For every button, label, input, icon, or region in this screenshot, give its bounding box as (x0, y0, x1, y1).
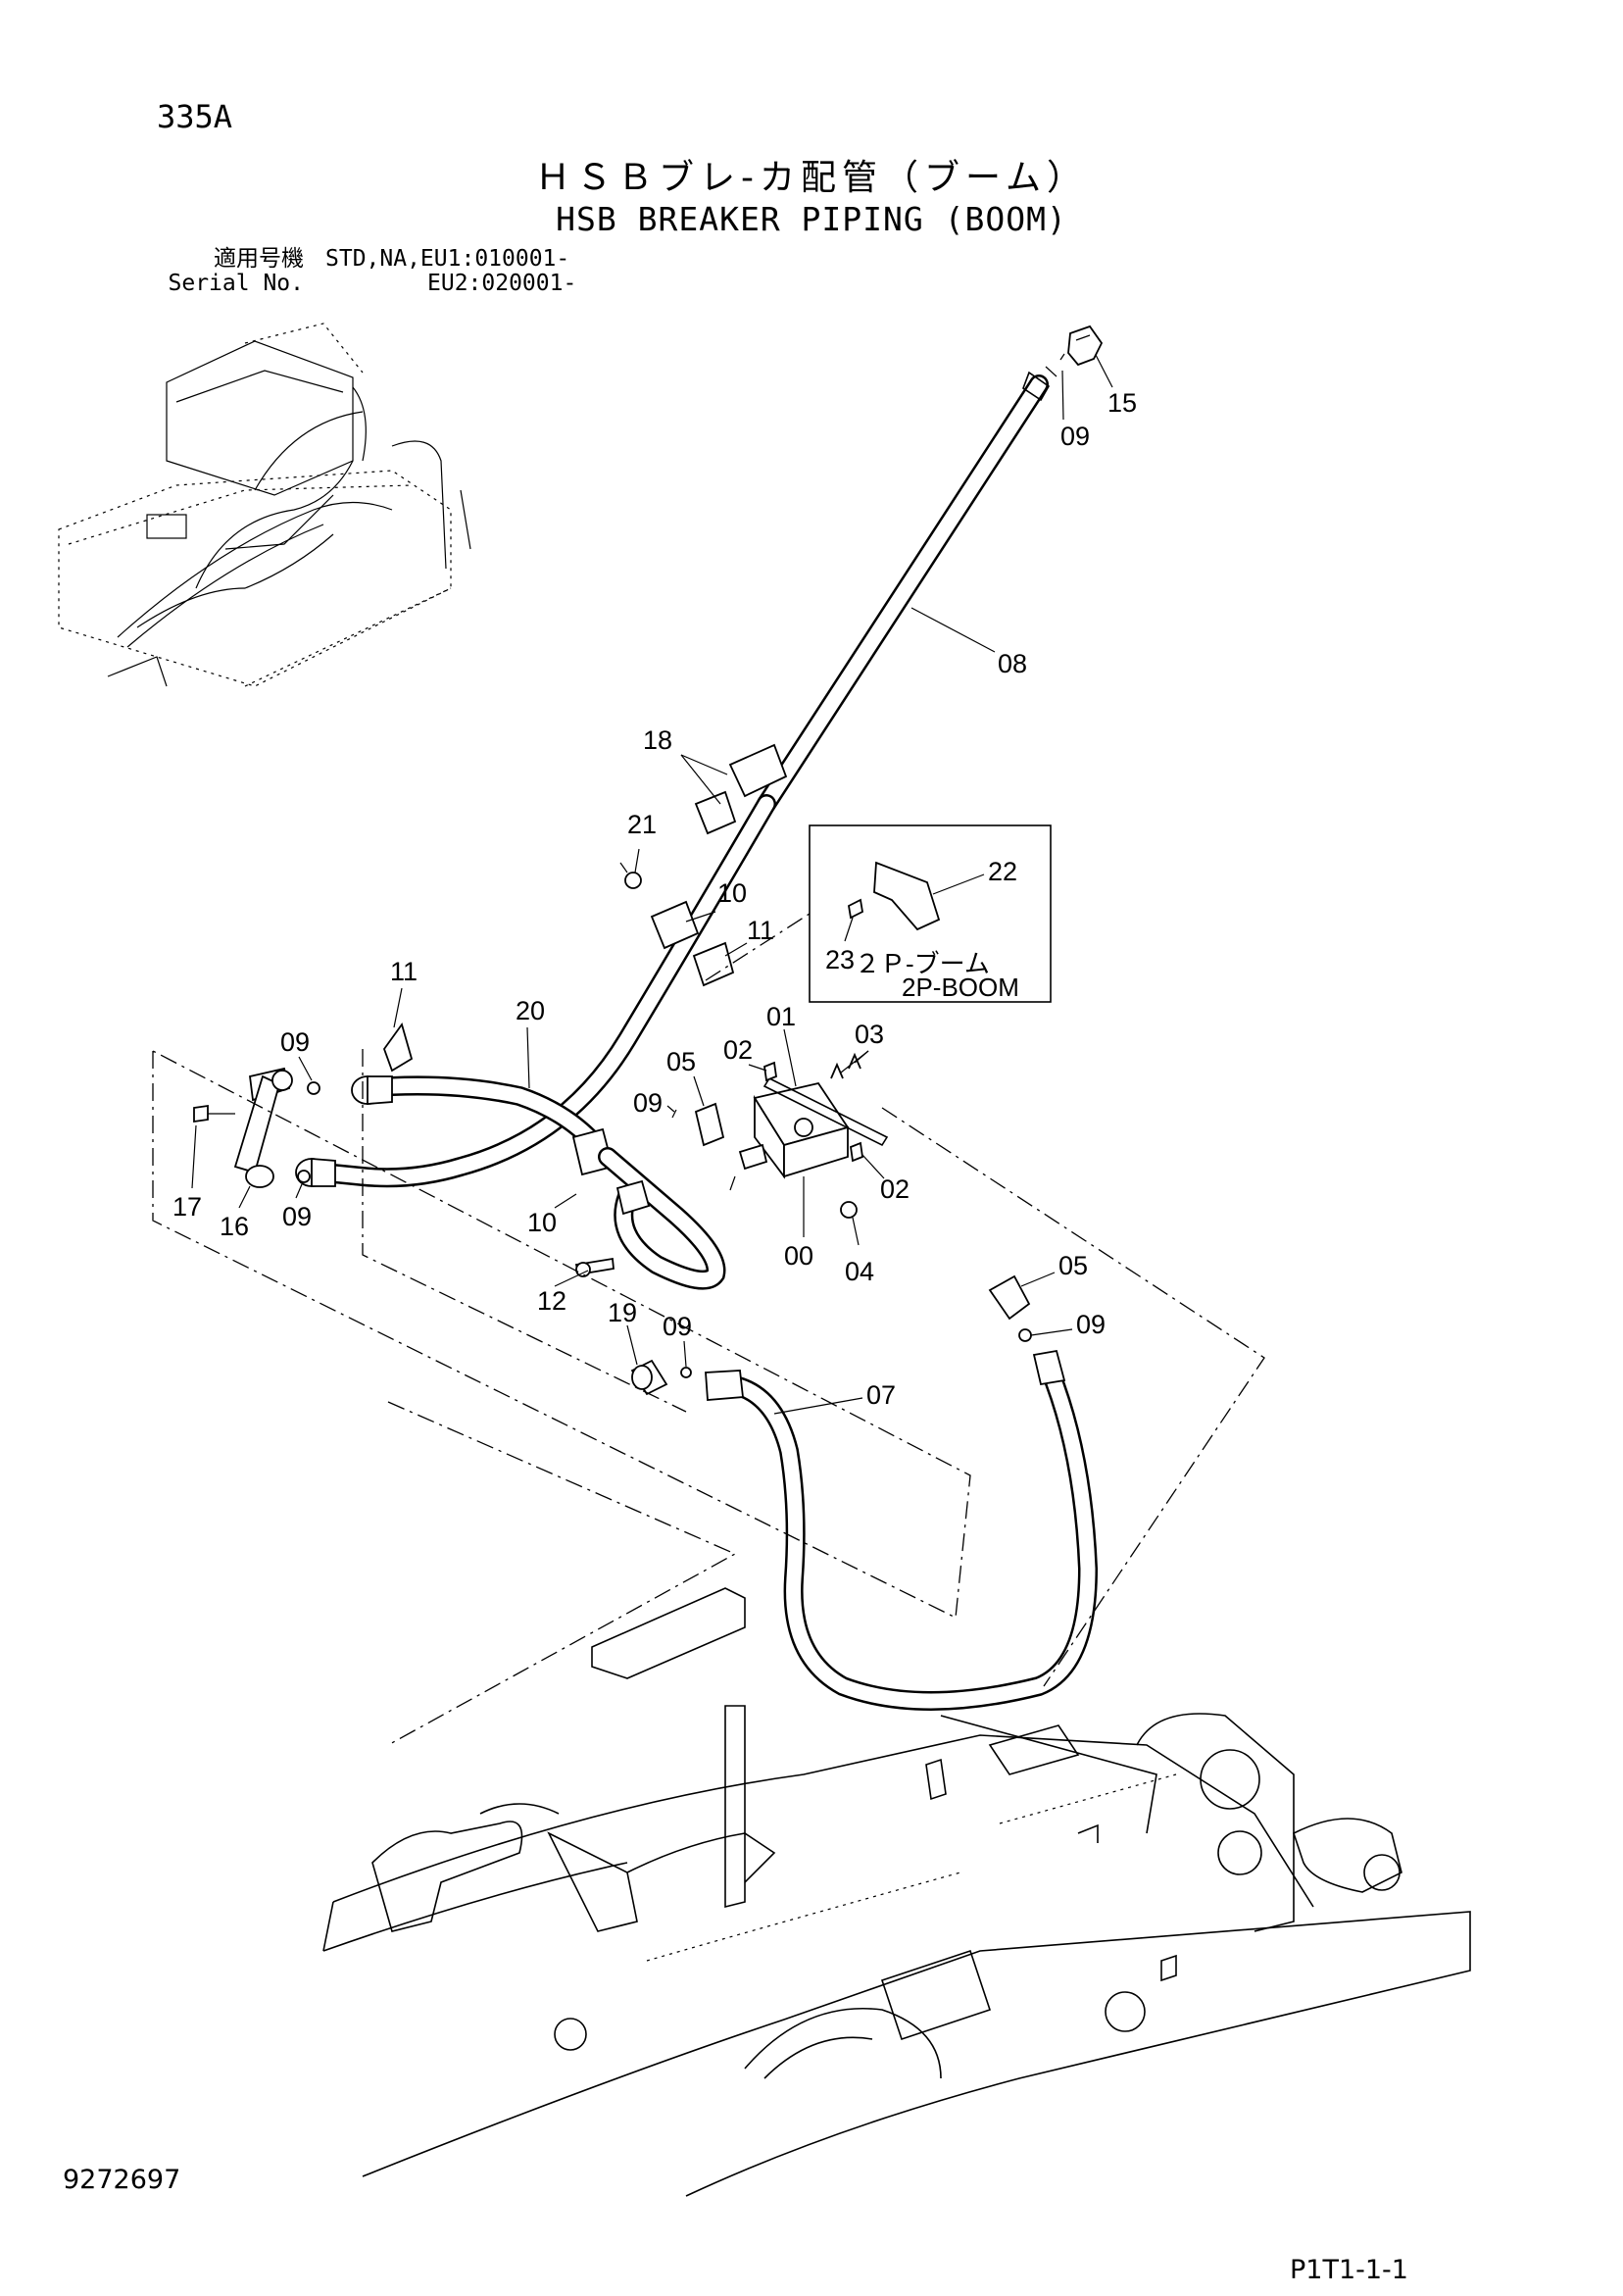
callout-21: 21 (627, 810, 657, 839)
callout-09-right: 09 (1076, 1310, 1106, 1339)
adapter-16 (233, 1067, 293, 1188)
adapter-19 (630, 1359, 668, 1396)
callout-03: 03 (855, 1020, 884, 1049)
clamp-18 (694, 743, 788, 835)
callout-18: 18 (643, 725, 672, 755)
title-japanese: ＨＳＢブレ-カ配管（ブーム） (535, 158, 1088, 198)
fitting-left-upper (351, 1075, 393, 1105)
upper-frame-structure (322, 1587, 1471, 2197)
inset-2p-boom: ２Ｐ-ブーム 2P-BOOM 22 23 (809, 824, 1052, 1003)
document-number: 9272697 (63, 2165, 181, 2195)
callout-04: 04 (845, 1257, 874, 1286)
callout-09-left-upper: 09 (280, 1027, 310, 1057)
frame-bottom (387, 1401, 737, 1746)
serial-label-jp: 適用号機 (214, 246, 304, 272)
inset-label-jp: ２Ｐ-ブーム (855, 949, 990, 978)
screw-02-right (850, 1141, 863, 1163)
leader-lines (191, 354, 1113, 1415)
serial-label-en: Serial No. (168, 271, 304, 296)
callout-07: 07 (866, 1380, 896, 1410)
frame-left-inner (362, 1049, 687, 1413)
o-ring-09-top (1059, 353, 1065, 361)
callout-02-right: 02 (880, 1174, 910, 1204)
callout-05-lower: 05 (1058, 1251, 1088, 1280)
fitting-left-lower (295, 1158, 336, 1187)
callout-12: 12 (537, 1286, 566, 1316)
callout-16: 16 (220, 1212, 249, 1241)
bolt-17 (193, 1104, 235, 1123)
o-ring-09-lower (680, 1367, 692, 1378)
sheet-reference: P1T1-1-1 (1290, 2255, 1408, 2285)
callout-10-upper: 10 (717, 878, 747, 908)
callout-23: 23 (825, 945, 855, 974)
plate-01 (762, 1076, 889, 1147)
callout-09-top: 09 (1060, 422, 1090, 451)
callout-15: 15 (1107, 388, 1137, 418)
hose-short-loop (598, 1147, 726, 1290)
callout-labels: 15 09 08 18 21 10 11 11 20 09 17 16 09 0… (172, 388, 1137, 1410)
o-ring-09-right (1018, 1328, 1032, 1342)
hose-07 (705, 1349, 1099, 1711)
elbow-05-lower (988, 1274, 1031, 1321)
o-ring-09-mid (671, 1109, 677, 1119)
callout-09-left-lower: 09 (282, 1202, 312, 1231)
callout-20: 20 (516, 996, 545, 1025)
callout-10-lower: 10 (527, 1208, 557, 1237)
callout-00: 00 (784, 1241, 813, 1271)
o-ring-09-left-upper (307, 1081, 320, 1095)
callout-09-mid: 09 (633, 1088, 663, 1118)
callout-11-left: 11 (390, 957, 418, 986)
callout-19: 19 (608, 1298, 637, 1327)
washer-04 (840, 1201, 858, 1219)
inset-label-en: 2P-BOOM (902, 973, 1019, 1002)
callout-02-left: 02 (723, 1035, 753, 1065)
callout-05-upper: 05 (666, 1047, 696, 1076)
serial-line-1: STD,NA,EU1:010001- (325, 246, 570, 272)
clamp-10-upper (619, 862, 700, 950)
bracket-11-left (382, 1022, 414, 1073)
fitting-15 (1067, 324, 1104, 367)
machine-overview-thumbnail (58, 323, 471, 687)
frame-left (152, 1049, 971, 1619)
callout-22: 22 (988, 857, 1017, 886)
frame-right (881, 1107, 1265, 1687)
callout-09-lower: 09 (663, 1312, 692, 1341)
title-english: HSB BREAKER PIPING (BOOM) (556, 200, 1067, 238)
callout-11-upper: 11 (747, 916, 774, 945)
bracket-11-upper (692, 941, 735, 987)
serial-applicability: 適用号機 STD,NA,EU1:010001- Serial No. EU2:020… (157, 246, 577, 296)
elbow-05-upper (694, 1102, 725, 1147)
callout-08: 08 (998, 649, 1027, 678)
o-ring-09-left-lower (297, 1170, 311, 1183)
page-id: 335A (157, 98, 233, 135)
frame-inset-leader (705, 913, 811, 981)
hose-08 (757, 366, 1057, 814)
callout-17: 17 (172, 1192, 202, 1222)
screw-02-left (763, 1061, 777, 1082)
callout-01: 01 (766, 1002, 796, 1031)
serial-line-2: EU2:020001- (427, 271, 577, 296)
screws-03 (830, 1052, 861, 1079)
